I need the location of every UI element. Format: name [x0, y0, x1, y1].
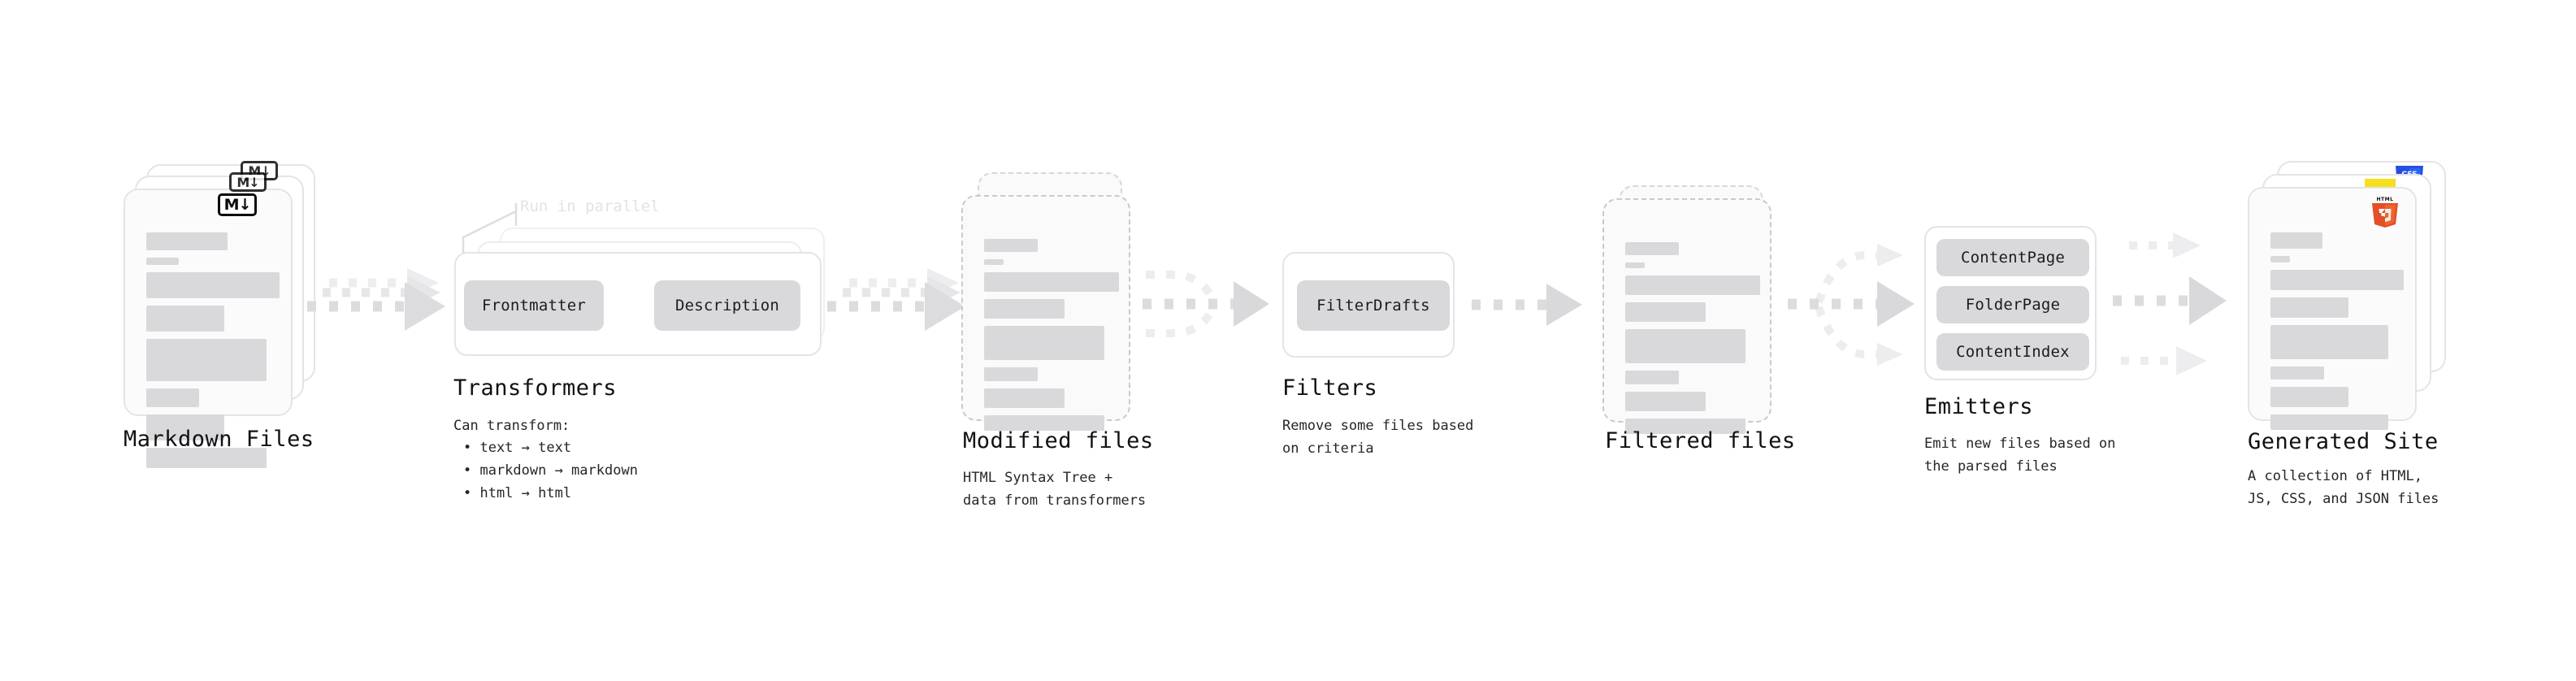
- content-bar: [146, 448, 267, 468]
- converge-branch-bottom: [1146, 303, 1219, 337]
- generated-site-stack: CSS HTML: [2248, 161, 2451, 430]
- content-bar: [984, 299, 1065, 319]
- filters-box: FilterDrafts: [1282, 252, 1455, 358]
- stage-subtitle-filters: Remove some files based on criteria: [1282, 418, 1474, 458]
- content-bar: [2270, 297, 2348, 318]
- content-bar: [146, 414, 224, 440]
- stage-subtitle-generated-site: A collection of HTML, JS, CSS, and JSON …: [2248, 468, 2439, 508]
- transformer-chip-description[interactable]: Description: [654, 280, 800, 331]
- arrow-main: [307, 282, 445, 331]
- content-bar: [1625, 419, 1746, 434]
- arrow-top: [2129, 232, 2201, 258]
- stage-subtitle-emitters: Emit new files based on the parsed files: [1924, 436, 2116, 475]
- svg-text:HTML: HTML: [2377, 197, 2394, 202]
- content-bar: [1625, 329, 1746, 363]
- content-bar: [984, 259, 1004, 265]
- content-bar: [984, 367, 1038, 381]
- html5-badge: HTML: [2371, 195, 2399, 228]
- content-bar: [2270, 414, 2388, 430]
- content-bar: [1625, 262, 1645, 268]
- markdown-badge-back-1: M↓: [229, 172, 267, 192]
- connector-transformers-to-modified: [821, 268, 975, 333]
- emitters-box: ContentPage FolderPage ContentIndex: [1924, 226, 2097, 380]
- arrow-main: [827, 282, 965, 331]
- connector-emitters-to-site: [2106, 229, 2253, 375]
- stage-title-markdown-files: Markdown Files: [124, 427, 314, 452]
- generated-site-content: [2270, 232, 2404, 437]
- stage-subtitle-transformers: Can transform:: [453, 418, 570, 434]
- stage-title-modified-files: Modified files: [963, 428, 1154, 453]
- emitter-chip-contentpage[interactable]: ContentPage: [1936, 239, 2089, 276]
- content-bar: [1625, 275, 1760, 295]
- content-bar: [984, 272, 1119, 292]
- generated-site-card-front: HTML: [2248, 187, 2417, 430]
- content-bar: [2270, 367, 2324, 380]
- transformers-bullet-item: • html → html: [463, 485, 572, 502]
- filtered-file-content: [1625, 242, 1760, 441]
- transformer-box-front: Frontmatter Description: [454, 252, 822, 356]
- arrow-main: [2113, 276, 2227, 325]
- content-bar: [146, 272, 280, 298]
- stage-subtitle-modified-files: HTML Syntax Tree + data from transformer…: [963, 470, 1147, 510]
- run-in-parallel-note: Run in parallel: [520, 197, 660, 215]
- content-bar: [2270, 270, 2404, 290]
- content-bar: [2270, 232, 2322, 249]
- transformers-bullet-item: • markdown → markdown: [463, 462, 638, 479]
- arrow-bottom: [2121, 346, 2207, 375]
- content-bar: [984, 415, 1104, 431]
- content-bar: [146, 232, 228, 250]
- arrow-head-main: [1877, 281, 1915, 327]
- emitter-chip-contentindex[interactable]: ContentIndex: [1936, 333, 2089, 371]
- stage-title-filtered-files: Filtered files: [1605, 428, 1796, 453]
- transformers-group: Run in parallel Frontmatter Description …: [443, 195, 841, 366]
- stage-title-generated-site: Generated Site: [2248, 429, 2439, 454]
- transformer-chip-frontmatter[interactable]: Frontmatter: [464, 280, 604, 331]
- content-bar: [2270, 387, 2348, 407]
- connector-modified-to-filters: [1138, 260, 1284, 349]
- modified-file-content: [984, 239, 1119, 438]
- filtered-file-card-front: [1602, 198, 1772, 434]
- markdown-file-card-front: [124, 189, 293, 468]
- connector-filters-to-filtered: [1467, 280, 1597, 329]
- arrow-head: [1546, 284, 1582, 326]
- content-bar: [146, 388, 199, 407]
- content-bar: [146, 339, 267, 381]
- arrow-head-top: [1877, 244, 1903, 267]
- transformers-bullet-item: • text → text: [463, 440, 572, 456]
- transformers-bullet-list: • text → text • markdown → markdown • ht…: [463, 436, 638, 505]
- content-bar: [2270, 256, 2290, 262]
- content-bar: [146, 306, 224, 332]
- stage-title-emitters: Emitters: [1924, 394, 2034, 419]
- connector-markdown-to-transformers: [301, 268, 455, 333]
- markdown-badge: M↓: [218, 193, 257, 216]
- arrow-head-bottom: [1877, 343, 1903, 366]
- converge-branch-top: [1146, 271, 1219, 305]
- content-bar: [1625, 242, 1679, 255]
- diverge-branch-top: [1815, 251, 1880, 304]
- markdown-files-stack: M↓ M↓ M↓: [124, 161, 319, 468]
- content-bar: [2270, 325, 2388, 359]
- connector-filtered-to-emitters: [1785, 244, 1939, 366]
- content-bar: [1625, 392, 1706, 411]
- content-bar: [1625, 371, 1679, 384]
- stage-title-filters: Filters: [1282, 375, 1378, 401]
- content-bar: [146, 258, 179, 265]
- emitter-chip-folderpage[interactable]: FolderPage: [1936, 286, 2089, 323]
- content-bar: [984, 326, 1104, 360]
- diverge-branch-bottom: [1815, 306, 1880, 358]
- modified-files-stack: [961, 172, 1148, 431]
- markdown-file-content: [146, 232, 280, 475]
- filter-chip-filterdrafts[interactable]: FilterDrafts: [1297, 280, 1450, 331]
- modified-file-card-front: [961, 195, 1130, 431]
- filtered-files-stack: [1602, 185, 1789, 434]
- stage-title-transformers: Transformers: [453, 375, 618, 401]
- content-bar: [984, 388, 1065, 408]
- arrow-head: [1234, 281, 1269, 327]
- content-bar: [984, 239, 1038, 252]
- content-bar: [1625, 302, 1706, 322]
